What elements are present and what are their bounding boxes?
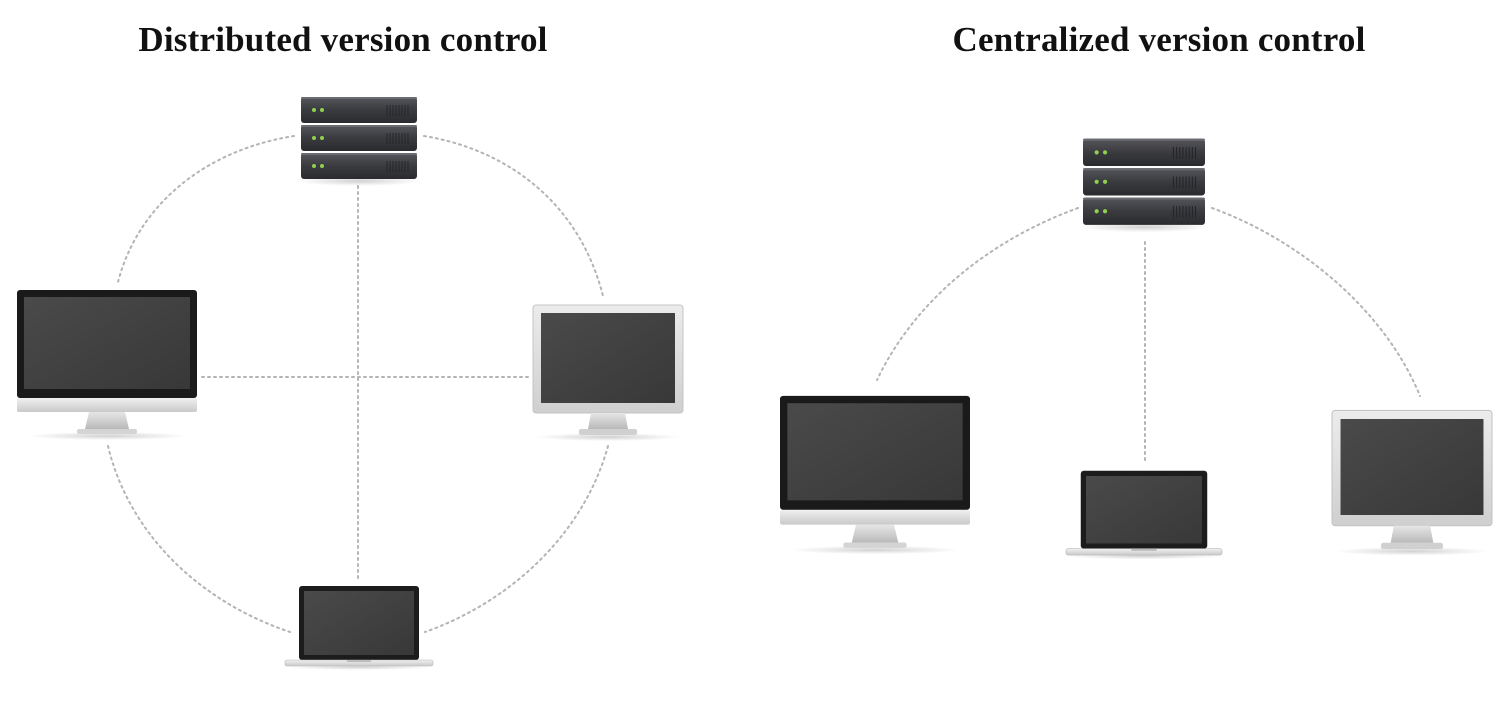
server-icon xyxy=(1078,138,1210,233)
desktop-computer-icon xyxy=(1331,409,1493,557)
connector-line xyxy=(1211,207,1421,397)
desktop-computer-icon xyxy=(17,290,197,440)
connector-line xyxy=(876,207,1079,381)
distributed-diagram-title: Distributed version control xyxy=(138,20,548,59)
connector-line xyxy=(107,445,291,633)
desktop-computer-icon xyxy=(780,395,970,555)
server-icon xyxy=(296,96,422,187)
connector-line xyxy=(423,135,604,297)
centralized-diagram xyxy=(780,138,1493,560)
laptop-icon xyxy=(1065,470,1223,560)
desktop-computer-icon xyxy=(532,304,684,442)
centralized-diagram-title: Centralized version control xyxy=(952,20,1366,59)
connector-line xyxy=(117,135,295,283)
distributed-diagram xyxy=(17,96,684,671)
laptop-icon xyxy=(284,585,434,671)
connector-line xyxy=(424,445,609,633)
